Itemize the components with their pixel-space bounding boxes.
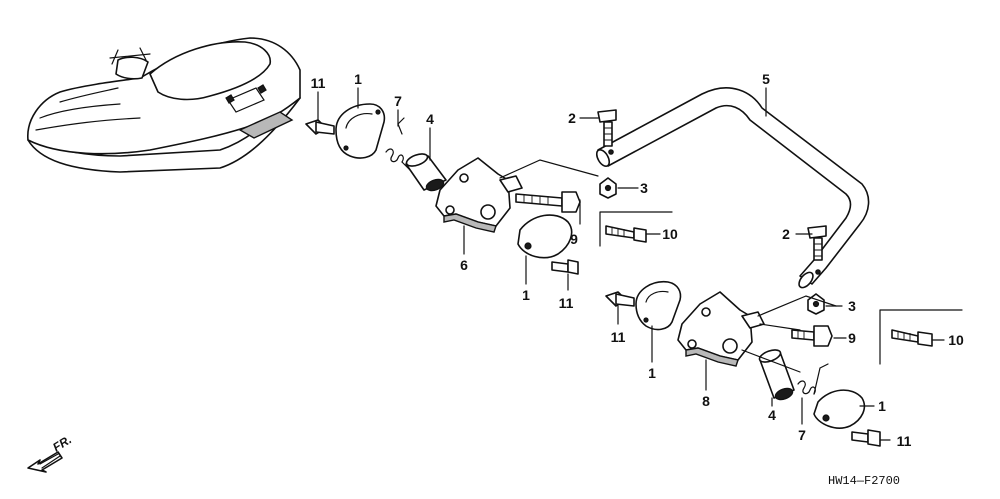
cover-1-lower bbox=[813, 389, 866, 429]
callout-2-b: 2 bbox=[782, 226, 790, 242]
bolt-9-upper bbox=[515, 191, 581, 213]
callout-8: 8 bbox=[702, 393, 710, 409]
callout-1-c: 1 bbox=[648, 365, 656, 381]
nut-3-lower bbox=[807, 293, 825, 315]
callout-3-b: 3 bbox=[848, 298, 856, 314]
clamp-1-lower bbox=[635, 280, 682, 331]
clamp-1-upper bbox=[335, 103, 386, 159]
callout-11-b: 11 bbox=[559, 295, 574, 311]
callout-10-b: 10 bbox=[948, 332, 964, 348]
callout-11-a: 11 bbox=[311, 75, 326, 91]
callout-10-a: 10 bbox=[662, 226, 678, 242]
leader-lines bbox=[317, 87, 945, 441]
front-direction-arrow: FR. bbox=[27, 432, 74, 473]
pin-11-lower-left bbox=[605, 291, 635, 307]
callout-4-a: 4 bbox=[426, 111, 434, 127]
callout-9-b: 9 bbox=[848, 330, 856, 346]
callout-6: 6 bbox=[460, 257, 468, 273]
callout-4-b: 4 bbox=[768, 407, 776, 423]
callout-7-b: 7 bbox=[798, 427, 806, 443]
bolt-2-upper bbox=[597, 109, 617, 147]
watercraft-illustration bbox=[27, 37, 301, 173]
hinge-bracket-8 bbox=[677, 291, 765, 367]
screw-10-lower bbox=[891, 329, 933, 347]
bracket-line-upper bbox=[599, 211, 673, 247]
bracket-line-lower bbox=[879, 309, 963, 365]
pin-11-upper-left bbox=[305, 119, 335, 135]
callout-1-b: 1 bbox=[522, 287, 530, 303]
bushing-4-lower bbox=[758, 349, 795, 401]
bolt-9-lower bbox=[791, 325, 833, 347]
nut-3-upper bbox=[599, 177, 617, 199]
bushing-4-upper bbox=[405, 153, 447, 192]
figure-code: HW14—F2700 bbox=[828, 474, 900, 488]
cover-1-upper bbox=[517, 214, 573, 259]
screw-10-upper bbox=[605, 225, 647, 243]
callout-11-c: 11 bbox=[611, 329, 626, 345]
callout-3-a: 3 bbox=[640, 180, 648, 196]
callout-2-a: 2 bbox=[568, 110, 576, 126]
pin-11-upper-right bbox=[551, 259, 579, 275]
callout-7-a: 7 bbox=[394, 93, 402, 109]
pin-11-lower-right bbox=[851, 429, 881, 447]
callout-5: 5 bbox=[762, 71, 770, 87]
grab-bar-tube bbox=[595, 87, 870, 289]
callout-11-d: 11 bbox=[897, 433, 912, 449]
spring-7-lower bbox=[797, 363, 829, 395]
direction-label: FR. bbox=[50, 432, 74, 454]
bolt-2-lower bbox=[807, 225, 827, 261]
callout-1-a: 1 bbox=[354, 71, 362, 87]
callout-9-a: 9 bbox=[570, 231, 578, 247]
callout-1-d: 1 bbox=[878, 398, 886, 414]
hinge-bracket-6 bbox=[435, 157, 523, 233]
